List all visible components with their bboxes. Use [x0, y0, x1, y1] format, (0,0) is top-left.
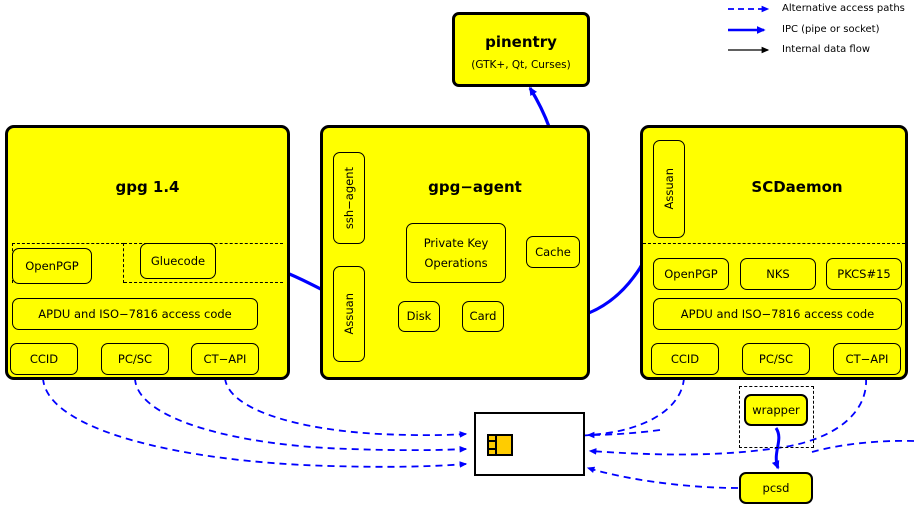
- gpg-agent-ssh-agent-box[interactable]: ssh−agent: [333, 152, 365, 244]
- gpg-driver-pcsc-label: PC/SC: [117, 351, 153, 366]
- pcsd-box[interactable]: pcsd: [739, 472, 813, 504]
- scdaemon-app-pkcs15-box[interactable]: PKCS#15: [826, 258, 902, 290]
- alt-scd-ctapi-to-card: [588, 377, 867, 456]
- pinentry-title: pinentry: [485, 33, 557, 51]
- gpg-agent-cache-label: Cache: [535, 244, 571, 259]
- scdaemon-driver-ctapi-box[interactable]: CT−API: [833, 343, 901, 375]
- gpg-agent-pko-label-1: Private Key: [423, 236, 489, 251]
- scdaemon-apdu-label: APDU and ISO−7816 access code: [680, 306, 875, 321]
- gpg-agent-card-box[interactable]: Card: [462, 301, 504, 332]
- scdaemon-driver-pcsc-label: PC/SC: [758, 351, 794, 366]
- pcsd-label: pcsd: [762, 480, 790, 495]
- alt-scd-ccid-arrow: [586, 429, 661, 439]
- legend-label-internal: Internal data flow: [782, 44, 871, 55]
- wrapper-box[interactable]: wrapper: [744, 394, 808, 426]
- scdaemon-apdu-box[interactable]: APDU and ISO−7816 access code: [653, 298, 902, 330]
- gpg-agent-pko-label-2: Operations: [424, 255, 488, 270]
- scdaemon-assuan-box[interactable]: Assuan: [653, 140, 685, 238]
- gpg-openpgp-label: OpenPGP: [25, 258, 79, 273]
- gpg-agent-assuan-label: Assuan: [341, 293, 356, 335]
- gpg-driver-pcsc-box[interactable]: PC/SC: [101, 343, 169, 375]
- smartcard[interactable]: [474, 412, 585, 476]
- scdaemon-assuan-label: Assuan: [661, 168, 676, 210]
- pinentry-subtitle: (GTK+, Qt, Curses): [471, 59, 571, 71]
- gpg-dashed-region-right-bottom: [124, 243, 283, 283]
- gpg-title: gpg 1.4: [115, 178, 180, 196]
- smartcard-chip-icon: [487, 434, 513, 456]
- gpg-driver-ctapi-label: CT−API: [203, 351, 247, 366]
- alt-scd-ccid-to-card: [567, 377, 685, 437]
- wrapper-dashed-region: [739, 386, 814, 448]
- wrapper-label: wrapper: [752, 402, 800, 417]
- gpg-driver-ctapi-box[interactable]: CT−API: [191, 343, 259, 375]
- scdaemon-driver-ccid-label: CCID: [670, 351, 700, 366]
- gpg-agent-disk-box[interactable]: Disk: [398, 301, 440, 332]
- scdaemon-driver-ctapi-label: CT−API: [845, 351, 889, 366]
- scdaemon-app-openpgp-box[interactable]: OpenPGP: [653, 258, 729, 290]
- alt-gpg-ccid-to-card: [42, 377, 468, 468]
- pinentry-box[interactable]: pinentry (GTK+, Qt, Curses): [452, 12, 590, 87]
- gpg-agent-card-label: Card: [469, 309, 497, 324]
- scdaemon-app-nks-label: NKS: [766, 266, 790, 281]
- gpg-gluecode-label: Gluecode: [150, 253, 206, 268]
- gpg-agent-cache-box[interactable]: Cache: [526, 236, 580, 268]
- alt-pcsd-to-card: [586, 466, 739, 489]
- legend-label-alt: Alternative access paths: [782, 3, 905, 14]
- gpg-driver-ccid-box[interactable]: CCID: [10, 343, 78, 375]
- gpg-agent-title: gpg−agent: [428, 178, 522, 196]
- gpg-agent-disk-label: Disk: [406, 309, 432, 324]
- gpg-agent-private-key-ops-box[interactable]: Private Key Operations: [406, 223, 506, 283]
- alt-gpg-ctapi-to-card: [224, 377, 468, 438]
- scdaemon-driver-pcsc-box[interactable]: PC/SC: [742, 343, 810, 375]
- gpg-agent-assuan-box[interactable]: Assuan: [333, 266, 365, 362]
- scdaemon-app-openpgp-label: OpenPGP: [664, 266, 718, 281]
- gpg-apdu-label: APDU and ISO−7816 access code: [38, 306, 232, 321]
- scdaemon-dashed-separator: [643, 243, 905, 244]
- legend-label-ipc: IPC (pipe or socket): [782, 24, 880, 35]
- ipc-wrapper-to-pcsd: [771, 427, 781, 470]
- scdaemon-app-nks-box[interactable]: NKS: [740, 258, 816, 290]
- scdaemon-title: SCDaemon: [751, 178, 843, 196]
- alt-gpg-pcsc-to-card: [134, 377, 468, 453]
- gpg-agent-ssh-agent-label: ssh−agent: [341, 166, 356, 230]
- gpg-gluecode-box[interactable]: Gluecode: [140, 243, 216, 279]
- gpg-openpgp-box[interactable]: OpenPGP: [12, 248, 92, 284]
- gpg-apdu-box[interactable]: APDU and ISO−7816 access code: [12, 298, 258, 330]
- alt-pcsd-right-loop: [811, 439, 914, 453]
- gpg-driver-ccid-label: CCID: [29, 351, 59, 366]
- scdaemon-driver-ccid-box[interactable]: CCID: [651, 343, 719, 375]
- scdaemon-app-pkcs15-label: PKCS#15: [837, 266, 891, 281]
